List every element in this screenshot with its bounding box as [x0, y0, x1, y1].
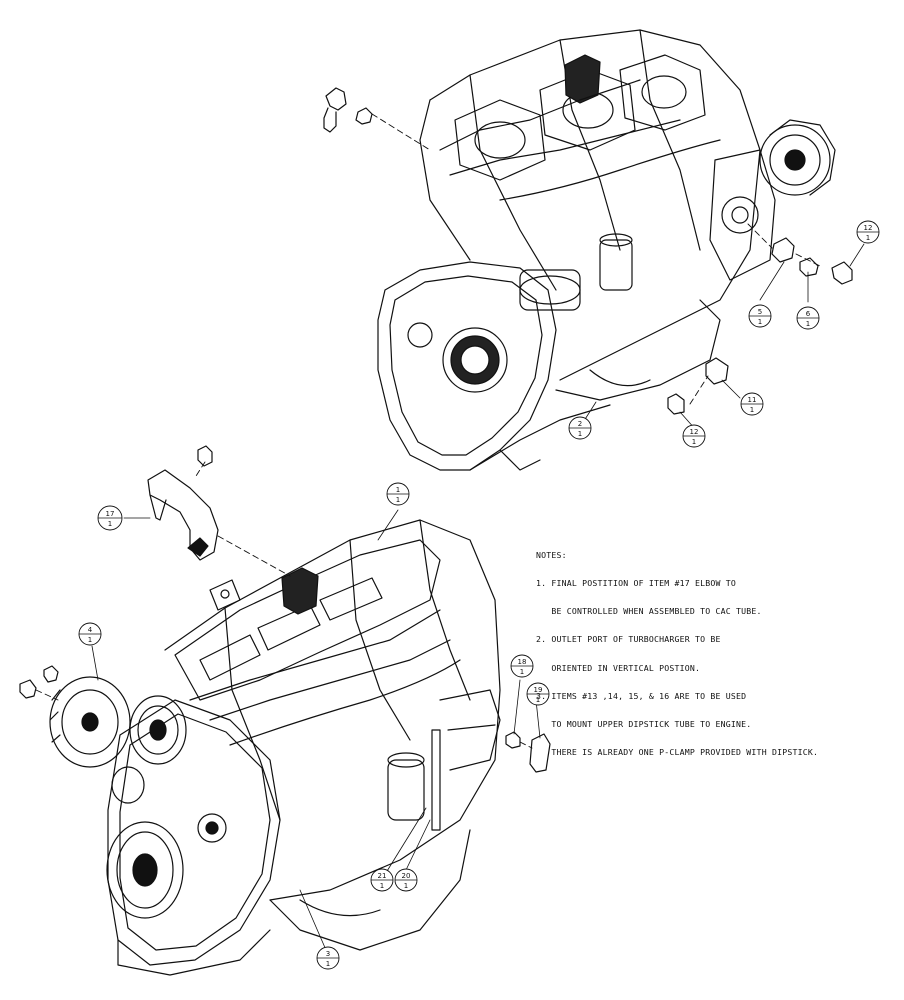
callout-21: 21 1	[370, 868, 394, 892]
svg-text:21: 21	[378, 872, 387, 880]
svg-text:6: 6	[806, 310, 811, 318]
svg-text:1: 1	[108, 520, 112, 528]
lower-engine-illustration	[19, 445, 551, 976]
note-line: 3. ITEMS #13 ,14, 15, & 16 ARE TO BE USE…	[536, 690, 747, 701]
svg-text:1: 1	[88, 636, 92, 644]
callout-leaders	[91, 243, 865, 951]
upper-engine-illustration	[323, 29, 853, 471]
svg-text:1: 1	[520, 668, 524, 676]
callout-19: 19 1	[526, 682, 550, 706]
note-line: 1. FINAL POSTITION OF ITEM #17 ELBOW TO	[536, 578, 737, 589]
svg-text:1: 1	[866, 234, 870, 242]
svg-text:11: 11	[748, 396, 757, 404]
svg-text:17: 17	[106, 510, 115, 518]
note-line: BE CONTROLLED WHEN ASSEMBLED TO CAC TUBE…	[536, 606, 762, 617]
upper-leader-lines	[371, 113, 821, 405]
note-line: 2. OUTLET PORT OF TURBOCHARGER TO BE	[536, 634, 721, 645]
svg-text:1: 1	[758, 318, 762, 326]
svg-text:2: 2	[578, 420, 582, 428]
callout-2: 2 1	[568, 416, 592, 440]
lower-leader-lines	[35, 461, 533, 749]
svg-text:20: 20	[402, 872, 411, 880]
callout-11: 11 1	[740, 392, 764, 416]
svg-text:4: 4	[88, 626, 93, 634]
svg-text:1: 1	[692, 438, 696, 446]
callout-3: 3 1	[316, 946, 340, 970]
callout-18: 18 1	[510, 654, 534, 678]
svg-text:12: 12	[864, 224, 873, 232]
callout-5: 5 1	[748, 304, 772, 328]
callout-12-lower: 12 1	[682, 424, 706, 448]
svg-text:1: 1	[404, 882, 408, 890]
svg-text:1: 1	[380, 882, 384, 890]
callout-4: 4 1	[78, 622, 102, 646]
svg-text:1: 1	[326, 960, 330, 968]
callout-6: 6 1	[796, 306, 820, 330]
notes-heading: NOTES:	[536, 549, 567, 560]
svg-text:1: 1	[806, 320, 810, 328]
svg-text:19: 19	[534, 686, 543, 694]
svg-text:1: 1	[578, 430, 582, 438]
svg-text:1: 1	[536, 696, 540, 704]
callout-17: 17 1	[97, 505, 123, 531]
callout-1: 1 1	[386, 482, 410, 506]
svg-text:5: 5	[758, 308, 762, 316]
svg-text:1: 1	[396, 486, 400, 494]
note-line: TO MOUNT UPPER DIPSTICK TUBE TO ENGINE.	[536, 719, 752, 730]
note-line: THERE IS ALREADY ONE P-CLAMP PROVIDED WI…	[536, 747, 819, 758]
svg-text:1: 1	[750, 406, 754, 414]
callout-20: 20 1	[394, 868, 418, 892]
svg-text:1: 1	[396, 496, 400, 504]
assembly-notes: NOTES: 1. FINAL POSTITION OF ITEM #17 EL…	[536, 532, 876, 767]
svg-text:3: 3	[326, 950, 330, 958]
svg-text:18: 18	[518, 658, 527, 666]
note-line: ORIENTED IN VERTICAL POSTION.	[536, 662, 701, 673]
svg-text:12: 12	[690, 428, 699, 436]
callout-12-top-right: 12 1	[856, 220, 880, 244]
